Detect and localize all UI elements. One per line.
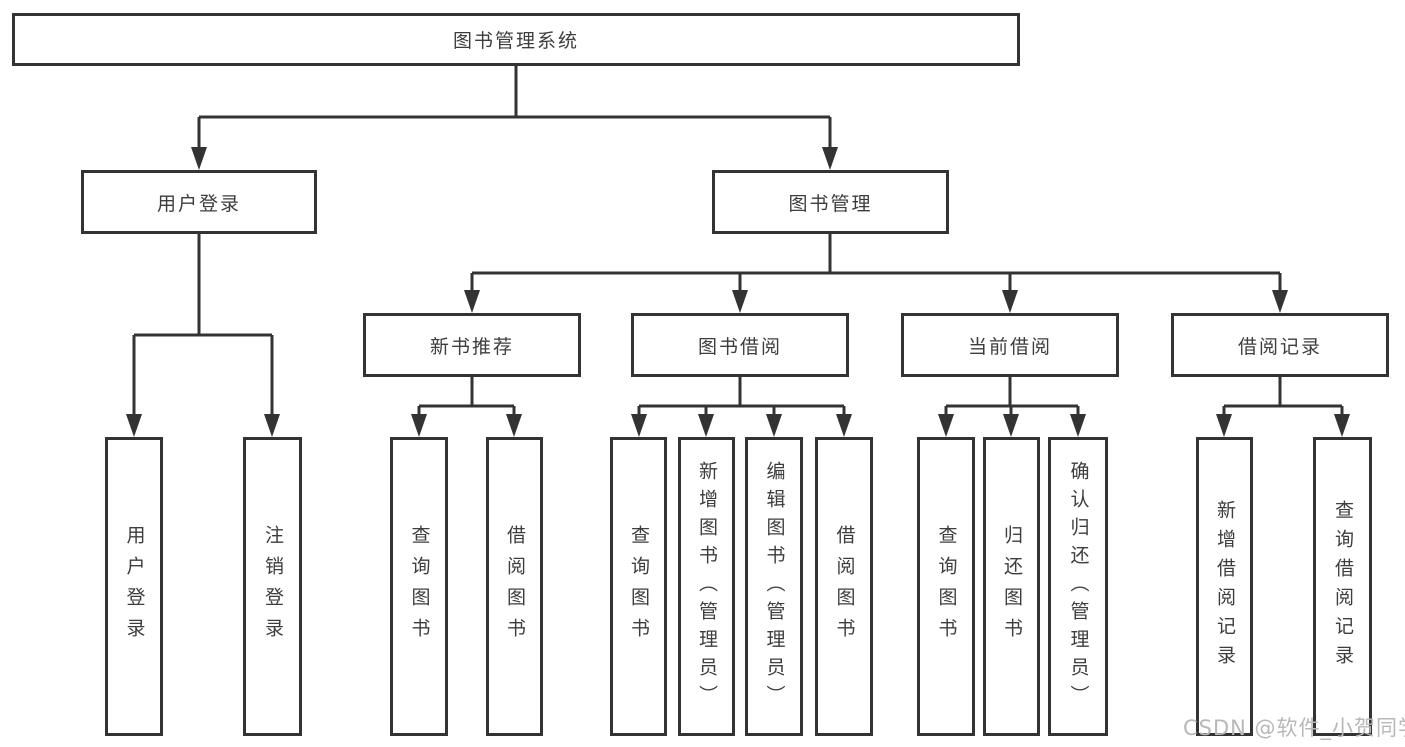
leaf-return-book: 归还图书 — [983, 437, 1040, 736]
leaf-borrow-books-recommend-label: 借阅图书 — [504, 524, 526, 649]
leaf-edit-book-admin: 编辑图书（管理员） — [745, 437, 803, 736]
leaf-query-books-recommend: 查询图书 — [390, 437, 448, 736]
leaf-logout: 注销登录 — [243, 437, 302, 736]
node-borrow-records-label: 借阅记录 — [1237, 335, 1322, 358]
node-user-login-label: 用户登录 — [156, 192, 241, 215]
leaf-add-borrow-record: 新增借阅记录 — [1196, 437, 1253, 736]
node-new-book-recommend-label: 新书推荐 — [429, 335, 514, 358]
arrowhead-icons — [126, 147, 1350, 437]
leaf-query-borrow-record: 查询借阅记录 — [1313, 437, 1372, 736]
node-user-login: 用户登录 — [81, 170, 317, 234]
leaf-borrow-book-label: 借阅图书 — [833, 524, 856, 649]
leaf-logout-label: 注销登录 — [262, 524, 284, 649]
node-borrow-records: 借阅记录 — [1171, 313, 1389, 377]
node-root: 图书管理系统 — [12, 13, 1020, 66]
node-book-management: 图书管理 — [712, 170, 949, 234]
leaf-return-book-label: 归还图书 — [1001, 524, 1023, 649]
node-new-book-recommend: 新书推荐 — [363, 313, 581, 377]
leaf-confirm-return-admin-label: 确认归还（管理员） — [1067, 460, 1090, 713]
leaf-query-borrow-record-label: 查询借阅记录 — [1332, 499, 1354, 674]
leaf-user-login-label: 用户登录 — [123, 524, 146, 649]
leaf-query-books-borrow-label: 查询图书 — [628, 524, 650, 649]
node-current-borrow-label: 当前借阅 — [967, 335, 1052, 358]
leaf-query-books-recommend-label: 查询图书 — [408, 524, 431, 649]
leaf-add-book-admin: 新增图书（管理员） — [678, 437, 735, 736]
node-current-borrow: 当前借阅 — [901, 313, 1119, 377]
node-root-label: 图书管理系统 — [452, 30, 579, 52]
leaf-query-books-borrow: 查询图书 — [610, 437, 667, 736]
leaf-query-books-current: 查询图书 — [917, 437, 975, 736]
leaf-query-books-current-label: 查询图书 — [935, 524, 958, 649]
watermark: CSDN @软件_小贺同学 — [1183, 716, 1405, 740]
node-book-management-label: 图书管理 — [788, 192, 873, 215]
leaf-add-book-admin-label: 新增图书（管理员） — [696, 460, 718, 713]
node-book-borrow-label: 图书借阅 — [697, 335, 782, 358]
node-book-borrow: 图书借阅 — [631, 313, 849, 377]
leaf-borrow-books-recommend: 借阅图书 — [486, 437, 543, 736]
leaf-user-login: 用户登录 — [105, 437, 163, 736]
leaf-add-borrow-record-label: 新增借阅记录 — [1214, 499, 1236, 674]
leaf-borrow-book: 借阅图书 — [815, 437, 873, 736]
leaf-confirm-return-admin: 确认归还（管理员） — [1048, 437, 1108, 736]
leaf-edit-book-admin-label: 编辑图书（管理员） — [763, 460, 786, 713]
